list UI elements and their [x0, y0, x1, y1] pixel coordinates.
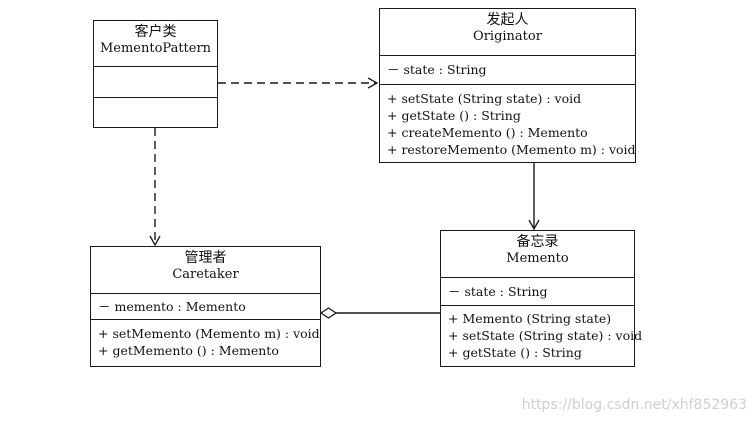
- method-row: + getState () : String: [387, 108, 521, 123]
- methods-section: + setMemento (Memento m) : void + getMem…: [91, 320, 320, 365]
- method-row: + setState (String state) : void: [387, 91, 582, 106]
- methods-section: [94, 98, 217, 126]
- methods-section: + setState (String state) : void + getSt…: [380, 85, 636, 161]
- attributes-section: － memento : Memento: [91, 294, 320, 320]
- class-name: Memento: [506, 251, 569, 266]
- attributes-section: － state : String: [380, 56, 635, 85]
- class-name: Caretaker: [172, 267, 239, 282]
- method-row: + createMemento () : Memento: [387, 125, 588, 140]
- methods-section: + Memento (String state) + setState (Str…: [441, 306, 643, 365]
- attribute-row: － state : String: [387, 62, 487, 77]
- aggregation-diamond-icon: [319, 307, 338, 319]
- attribute-row: － state : String: [448, 284, 548, 299]
- class-box-client[interactable]: 客户类 MementoPattern: [93, 20, 218, 128]
- class-title: 管理者: [184, 250, 227, 266]
- class-title: 发起人: [486, 12, 529, 28]
- class-box-caretaker[interactable]: 管理者 Caretaker － memento : Memento + setM…: [90, 246, 321, 367]
- class-box-memento[interactable]: 备忘录 Memento － state : String + Memento (…: [440, 230, 643, 367]
- method-row: + restoreMemento (Memento m) : void: [387, 142, 636, 157]
- class-header-originator: 发起人 Originator: [380, 9, 635, 56]
- method-row: + Memento (String state): [448, 311, 612, 326]
- attribute-row: － memento : Memento: [98, 299, 246, 314]
- class-box-originator[interactable]: 发起人 Originator － state : String + setSta…: [379, 8, 636, 163]
- attributes-section: [94, 67, 217, 98]
- class-header-memento: 备忘录 Memento: [441, 231, 634, 278]
- class-header-client: 客户类 MementoPattern: [94, 21, 217, 67]
- attributes-section: － state : String: [441, 278, 634, 306]
- class-name: Originator: [473, 29, 542, 44]
- class-title: 备忘录: [516, 234, 559, 250]
- class-name: MementoPattern: [99, 41, 212, 56]
- method-row: + setState (String state) : void: [448, 328, 643, 343]
- class-header-caretaker: 管理者 Caretaker: [91, 247, 320, 294]
- method-row: + setMemento (Memento m) : void: [98, 326, 320, 341]
- watermark-text: https://blog.csdn.net/xhf852963: [521, 397, 747, 413]
- method-row: + getMemento () : Memento: [98, 343, 279, 358]
- class-title: 客户类: [134, 24, 177, 40]
- method-row: + getState () : String: [448, 345, 582, 360]
